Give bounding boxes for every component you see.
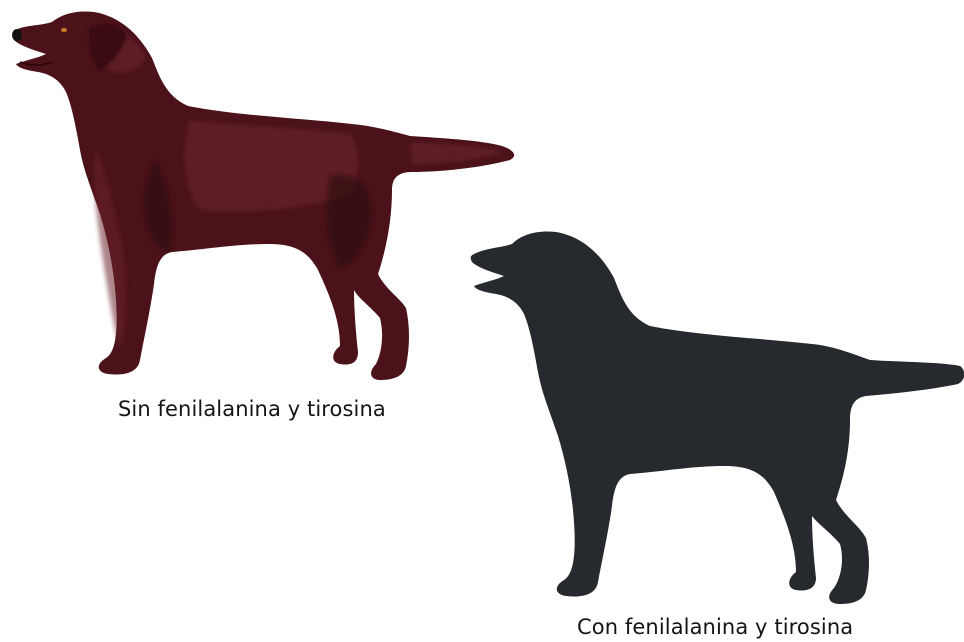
red-dog-illustration [0,0,540,400]
black-dog-illustration [460,220,964,620]
red-dog-body [12,11,514,380]
caption-without-phenylalanine: Sin fenilalanina y tirosina [118,397,386,421]
black-dog-body [471,232,964,605]
caption-with-phenylalanine: Con fenilalanina y tirosina [577,615,853,639]
